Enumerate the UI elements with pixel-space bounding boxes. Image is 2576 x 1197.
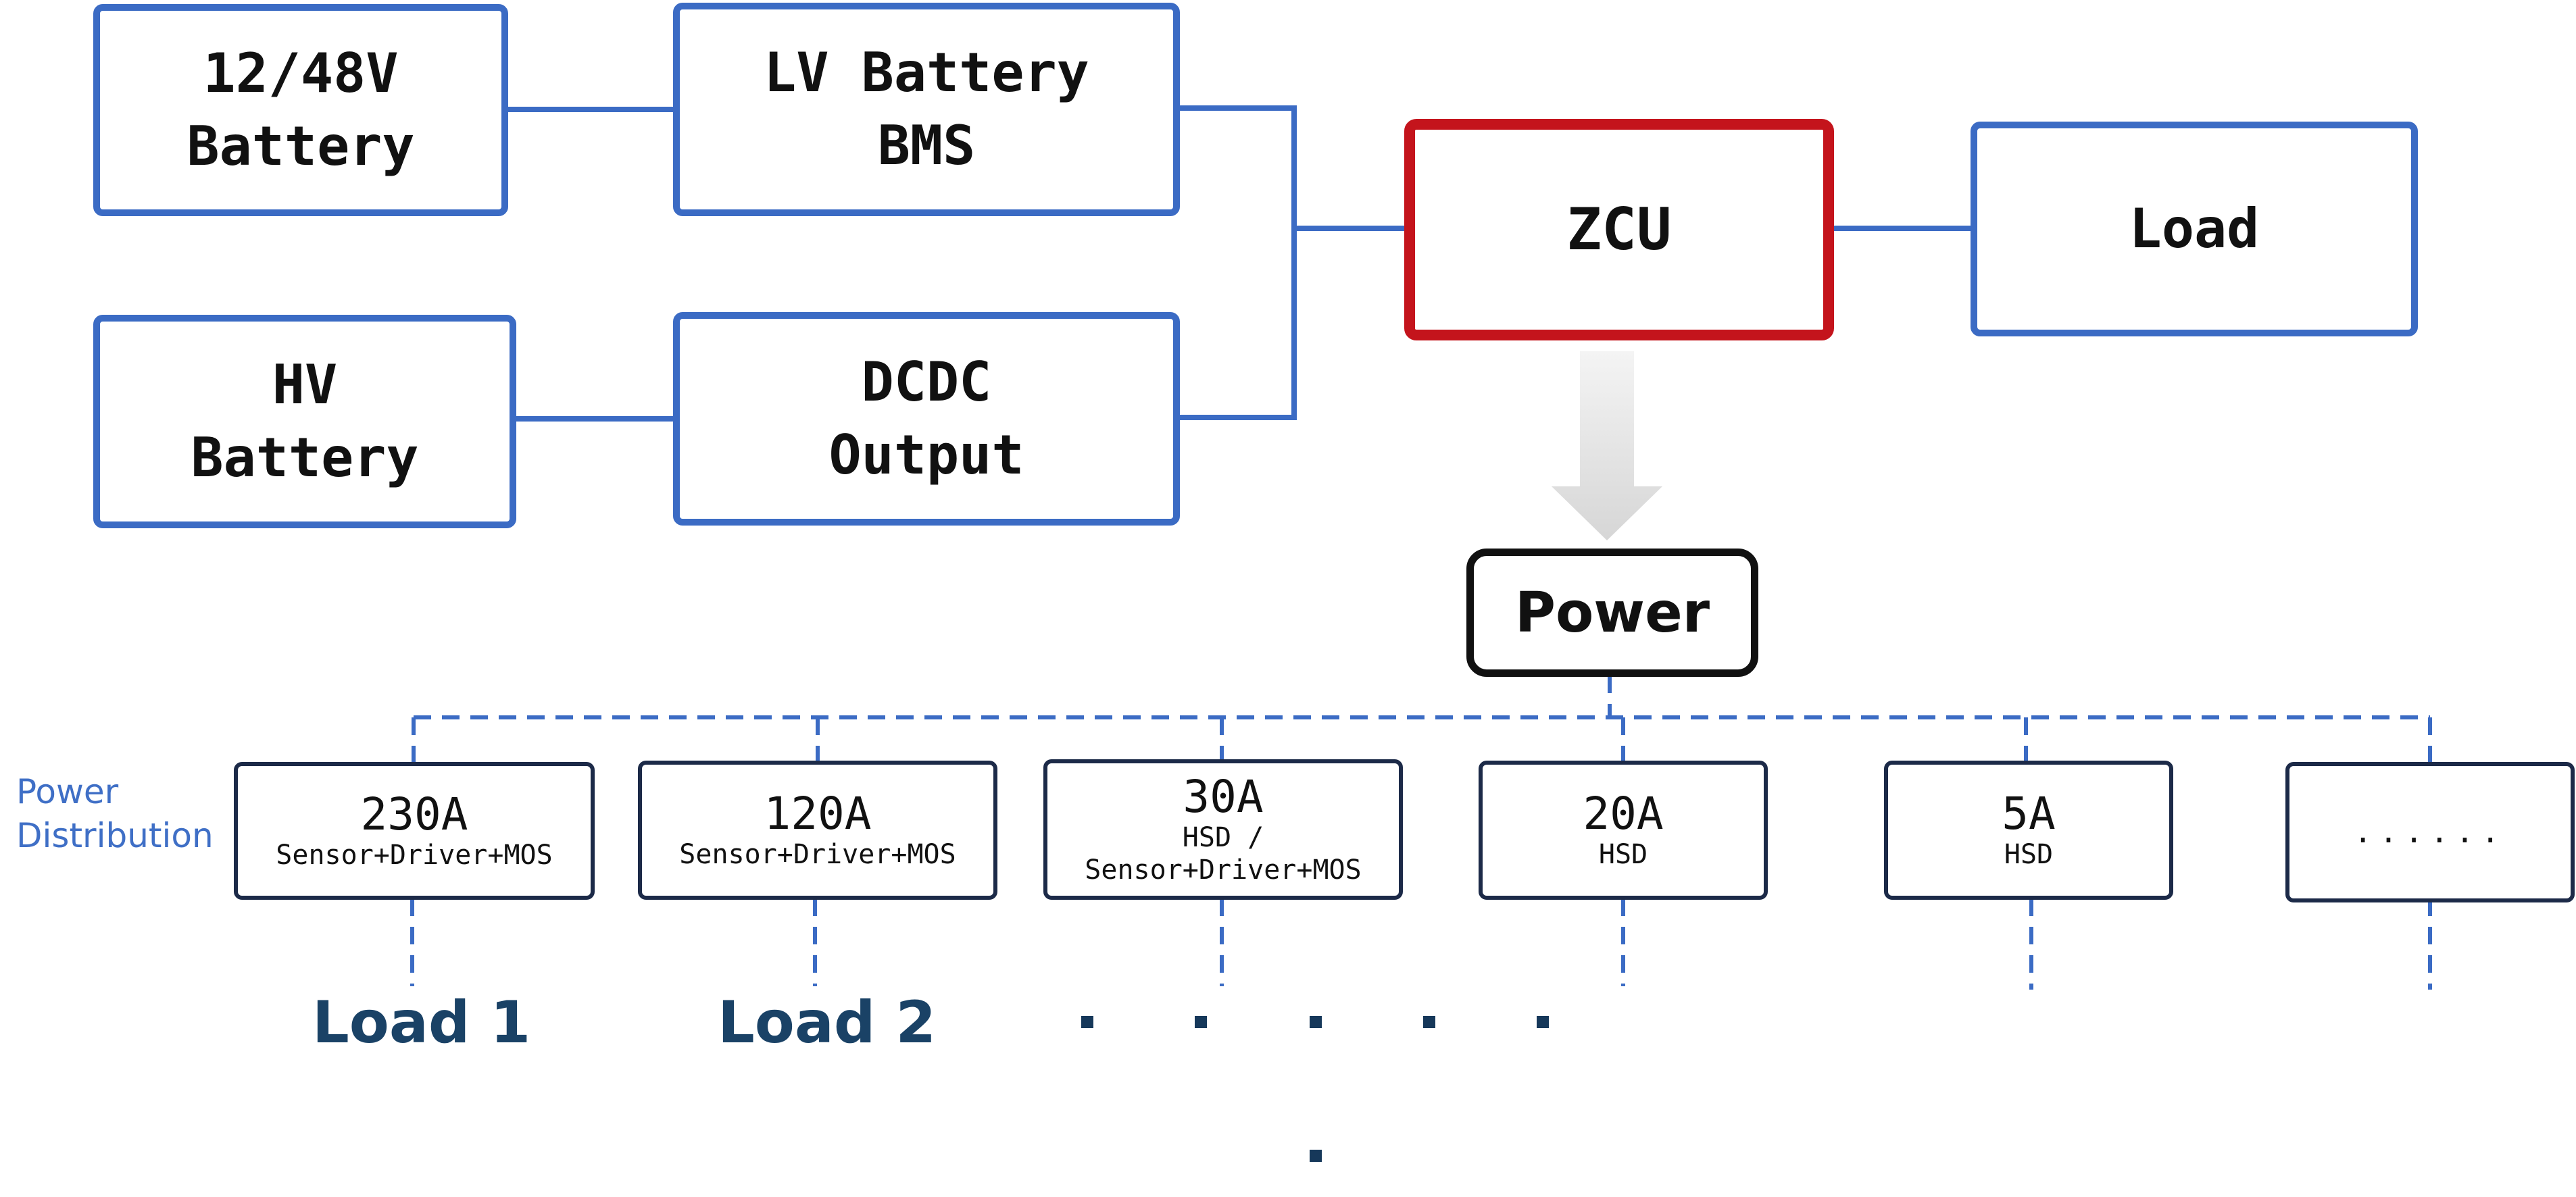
dcdc-line2: Output: [828, 424, 1024, 486]
channel-sub: Sensor+Driver+MOS: [679, 839, 956, 871]
power-box: Power: [1466, 549, 1758, 677]
channel-box-230a: 230A Sensor+Driver+MOS: [234, 762, 595, 900]
channel-box-20a: 20A HSD: [1479, 761, 1768, 900]
continuation-dot: [1195, 1016, 1207, 1028]
channel-amp: 230A: [360, 788, 468, 840]
hv-battery-box: HV Battery: [93, 315, 516, 528]
load-2-label: Load 2: [718, 989, 937, 1056]
zcu-box: ZCU: [1404, 119, 1834, 340]
load-1-label: Load 1: [312, 989, 531, 1056]
hv-battery-line2: Battery: [191, 426, 419, 489]
load-box: Load: [1971, 122, 2418, 336]
channel-sub: HSD /: [1182, 822, 1264, 854]
power-distribution-line2: Distribution: [16, 816, 214, 855]
lv-bms-line1: LV Battery: [764, 41, 1089, 104]
channel-amp: 120A: [764, 787, 872, 840]
power-label: Power: [1514, 580, 1710, 645]
power-distribution-label: Power Distribution: [16, 770, 214, 858]
channel-amp: 5A: [2002, 787, 2056, 840]
continuation-dot: [1310, 1150, 1322, 1162]
lv-battery-box: 12/48V Battery: [93, 4, 508, 216]
connector-bms-bus: [1179, 105, 1297, 420]
lv-battery-line2: Battery: [187, 115, 415, 178]
channel-sub: Sensor+Driver+MOS: [1085, 855, 1362, 886]
channel-sub: Sensor+Driver+MOS: [276, 840, 553, 871]
hv-battery-line1: HV: [272, 353, 338, 416]
continuation-dot: [1310, 1016, 1322, 1028]
power-distribution-line1: Power: [16, 772, 119, 811]
down-arrow-icon: [1552, 351, 1662, 540]
lv-bms-box: LV Battery BMS: [673, 3, 1180, 216]
zcu-label: ZCU: [1566, 196, 1672, 263]
lv-bms-line2: BMS: [877, 114, 976, 177]
channel-sub: HSD: [2004, 839, 2054, 871]
channel-box-more: ......: [2285, 762, 2575, 902]
load-label: Load: [2129, 197, 2260, 260]
distribution-bus: [410, 676, 2432, 990]
lv-battery-line1: 12/48V: [203, 42, 399, 105]
continuation-dot: [1423, 1016, 1435, 1028]
channel-box-120a: 120A Sensor+Driver+MOS: [638, 761, 997, 900]
channel-amp: 20A: [1583, 787, 1664, 840]
dcdc-line1: DCDC: [861, 351, 992, 413]
channel-sub: HSD: [1598, 839, 1648, 871]
dcdc-box: DCDC Output: [673, 312, 1180, 526]
channel-box-5a: 5A HSD: [1884, 761, 2173, 900]
channel-ellipsis: ......: [2353, 813, 2507, 850]
continuation-dot: [1537, 1016, 1549, 1028]
continuation-dot: [1081, 1016, 1093, 1028]
channel-box-30a: 30A HSD / Sensor+Driver+MOS: [1043, 759, 1403, 900]
channel-amp: 30A: [1183, 770, 1264, 823]
